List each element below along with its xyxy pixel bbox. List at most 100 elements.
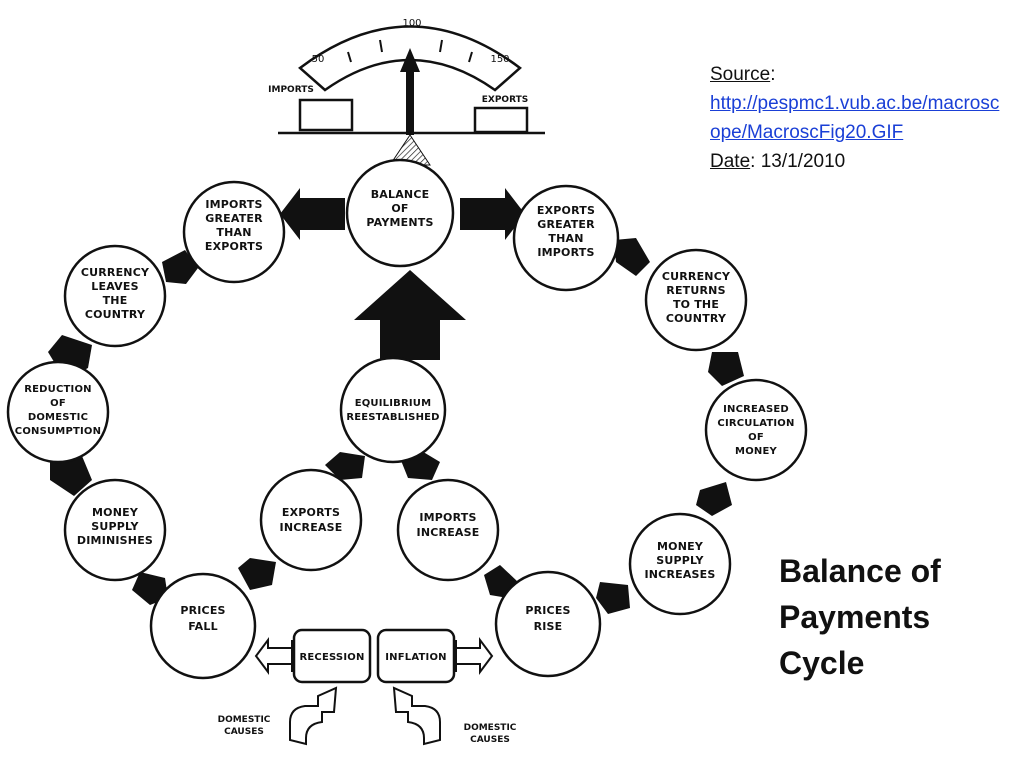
source-label: Source: [710, 64, 771, 85]
gauge: 50 100 150 IMPORTS EXPORTS: [268, 18, 545, 166]
node-imports-increase: IMPORTS INCREASE: [396, 478, 500, 582]
svg-text:EXPORTS: EXPORTS: [282, 506, 340, 519]
gauge-tick-50: 50: [312, 54, 325, 65]
svg-text:EXPORTS: EXPORTS: [537, 204, 595, 217]
node-exports-increase: EXPORTS INCREASE: [259, 468, 363, 572]
svg-text:GREATER: GREATER: [537, 218, 595, 231]
svg-text:MONEY: MONEY: [735, 446, 777, 457]
arrow-imports-greater-to-currency-leaves: [162, 250, 198, 284]
node-equilibrium-reestablished: EQUILIBRIUM REESTABLISHED: [339, 356, 447, 464]
svg-text:INCREASED: INCREASED: [723, 404, 789, 415]
svg-text:THAN: THAN: [216, 226, 251, 239]
date-label: Date: [710, 151, 751, 172]
domestic-causes-right: DOMESTIC CAUSES: [392, 686, 517, 746]
node-money-supply-diminishes: MONEY SUPPLY DIMINISHES: [63, 478, 167, 582]
svg-text:CIRCULATION: CIRCULATION: [717, 418, 794, 429]
domestic-causes-left: DOMESTIC CAUSES: [218, 686, 338, 746]
svg-text:THAN: THAN: [548, 232, 583, 245]
source-block: Source: http://pespmc1.vub.ac.be/macrosc…: [710, 60, 1000, 176]
svg-text:PAYMENTS: PAYMENTS: [366, 216, 433, 229]
date-value: 13/1/2010: [760, 151, 846, 172]
arrow-money-increases-to-prices-rise: [596, 582, 630, 614]
svg-text:RETURNS: RETURNS: [666, 284, 725, 297]
arrow-prices-fall-to-exports-increase: [238, 558, 276, 590]
svg-text:IMPORTS: IMPORTS: [419, 511, 476, 524]
arrow-balance-to-imports-greater: [280, 188, 345, 240]
svg-text:DOMESTIC: DOMESTIC: [28, 412, 88, 423]
svg-text:COUNTRY: COUNTRY: [666, 312, 727, 325]
gauge-needle: [400, 48, 420, 135]
svg-text:CAUSES: CAUSES: [224, 727, 264, 737]
node-imports-greater-than-exports: IMPORTS GREATER THAN EXPORTS: [182, 180, 286, 284]
slide-title: Balance of Payments Cycle: [779, 553, 941, 681]
source-link[interactable]: http://pespmc1.vub.ac.be/macroscope/Macr…: [710, 93, 1000, 143]
svg-text:IMPORTS: IMPORTS: [205, 198, 262, 211]
svg-text:BALANCE: BALANCE: [371, 188, 430, 201]
arrow-currency-returns-to-circulation: [708, 352, 744, 386]
svg-text:CURRENCY: CURRENCY: [81, 266, 150, 279]
arrow-up-to-balance: [354, 270, 466, 360]
exports-weight: [473, 106, 529, 134]
svg-text:INFLATION: INFLATION: [385, 652, 446, 663]
svg-text:REESTABLISHED: REESTABLISHED: [346, 412, 439, 423]
svg-text:IMPORTS: IMPORTS: [537, 246, 594, 259]
svg-text:GREATER: GREATER: [205, 212, 263, 225]
svg-text:LEAVES: LEAVES: [91, 280, 138, 293]
svg-text:PRICES: PRICES: [180, 604, 225, 617]
svg-text:RISE: RISE: [534, 620, 563, 633]
node-currency-returns-to-the-country: CURRENCY RETURNS TO THE COUNTRY: [644, 248, 748, 352]
svg-text:MONEY: MONEY: [657, 540, 704, 553]
svg-text:INCREASE: INCREASE: [417, 526, 480, 539]
flow-arrows: [48, 188, 744, 614]
arrow-reduction-to-money-diminishes: [50, 456, 92, 496]
imports-weight: [298, 98, 354, 132]
svg-text:DOMESTIC: DOMESTIC: [464, 723, 517, 733]
recession-arrow-left: [254, 637, 293, 675]
curved-arrow-up-right: [392, 686, 441, 746]
recession-box: RECESSION: [254, 628, 372, 684]
svg-text:THE: THE: [103, 294, 128, 307]
source-line: Source:: [710, 64, 776, 85]
date-line: Date: 13/1/2010: [710, 151, 846, 172]
arrow-balance-to-exports-greater: [460, 188, 525, 240]
svg-text:DIMINISHES: DIMINISHES: [77, 534, 153, 547]
gauge-imports-label: IMPORTS: [268, 85, 314, 95]
gauge-tick-150: 150: [490, 54, 509, 65]
arrow-exports-increase-to-equilibrium: [325, 452, 365, 480]
gauge-exports-label: EXPORTS: [482, 95, 528, 105]
svg-text:CAUSES: CAUSES: [470, 735, 510, 745]
node-balance-of-payments: BALANCE OF PAYMENTS: [345, 158, 455, 268]
svg-text:OF: OF: [50, 398, 66, 409]
inflation-box: INFLATION: [376, 628, 494, 684]
svg-text:EQUILIBRIUM: EQUILIBRIUM: [355, 398, 432, 409]
svg-text:OF: OF: [748, 432, 764, 443]
arrow-circulation-to-money-increases: [696, 482, 732, 516]
curved-arrow-up-left: [289, 686, 338, 746]
arrow-exports-greater-to-currency-returns: [614, 238, 650, 276]
svg-text:EXPORTS: EXPORTS: [205, 240, 263, 253]
inflation-arrow-right: [455, 637, 494, 675]
node-reduction-of-domestic-consumption: REDUCTION OF DOMESTIC CONSUMPTION: [6, 360, 110, 464]
node-currency-leaves-the-country: CURRENCY LEAVES THE COUNTRY: [63, 244, 167, 348]
svg-text:SUPPLY: SUPPLY: [91, 520, 139, 533]
node-money-supply-increases: MONEY SUPPLY INCREASES: [628, 512, 732, 616]
svg-text:DOMESTIC: DOMESTIC: [218, 715, 271, 725]
node-increased-circulation-of-money: INCREASED CIRCULATION OF MONEY: [704, 378, 808, 482]
svg-text:REDUCTION: REDUCTION: [24, 384, 92, 395]
svg-text:COUNTRY: COUNTRY: [85, 308, 146, 321]
svg-text:MONEY: MONEY: [92, 506, 139, 519]
svg-text:INCREASES: INCREASES: [644, 568, 715, 581]
svg-text:INCREASE: INCREASE: [280, 521, 343, 534]
svg-text:SUPPLY: SUPPLY: [656, 554, 704, 567]
gauge-tick-100: 100: [402, 18, 421, 29]
svg-text:PRICES: PRICES: [525, 604, 570, 617]
svg-text:TO THE: TO THE: [673, 298, 719, 311]
node-prices-fall: PRICES FALL: [149, 572, 257, 680]
svg-text:CONSUMPTION: CONSUMPTION: [15, 426, 101, 437]
svg-text:OF: OF: [391, 202, 408, 215]
svg-text:CURRENCY: CURRENCY: [662, 270, 731, 283]
svg-text:FALL: FALL: [188, 620, 218, 633]
node-prices-rise: PRICES RISE: [494, 570, 602, 678]
node-exports-greater-than-imports: EXPORTS GREATER THAN IMPORTS: [512, 184, 620, 292]
